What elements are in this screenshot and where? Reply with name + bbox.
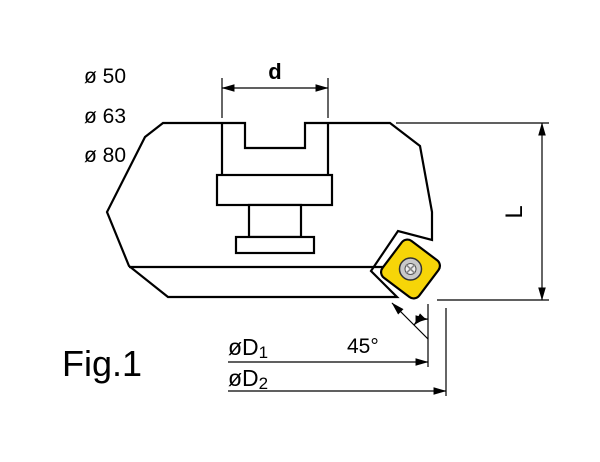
- hub-base: [234, 235, 316, 255]
- cutter-body-group: [105, 121, 442, 300]
- diameter-option: ø 80: [84, 144, 126, 167]
- diameter-options: ø 50 ø 63 ø 80: [84, 65, 126, 167]
- dimension-d: d: [221, 59, 329, 118]
- screw-cross-line: [405, 263, 416, 275]
- hub-flange: [215, 173, 334, 207]
- dimension-D2: øD2: [228, 308, 447, 396]
- hub-neck: [247, 203, 303, 239]
- dimension-angle: 45°: [347, 302, 429, 358]
- angle-label: 45°: [347, 335, 379, 358]
- dimension-label-D1: øD1: [228, 334, 268, 362]
- dimension-label-L: L: [501, 205, 528, 218]
- angle-arc: [413, 313, 429, 326]
- figure-label: Fig.1: [62, 343, 142, 384]
- diameter-option: ø 63: [84, 105, 126, 128]
- dimension-label-d: d: [268, 59, 281, 84]
- insert-group: [379, 238, 442, 300]
- dimension-D1: øD1: [228, 304, 429, 367]
- dimension-label-D2: øD2: [228, 365, 268, 393]
- dimension-L: L: [396, 122, 549, 301]
- angle-leader-line: [391, 302, 429, 340]
- diameter-option: ø 50: [84, 65, 126, 88]
